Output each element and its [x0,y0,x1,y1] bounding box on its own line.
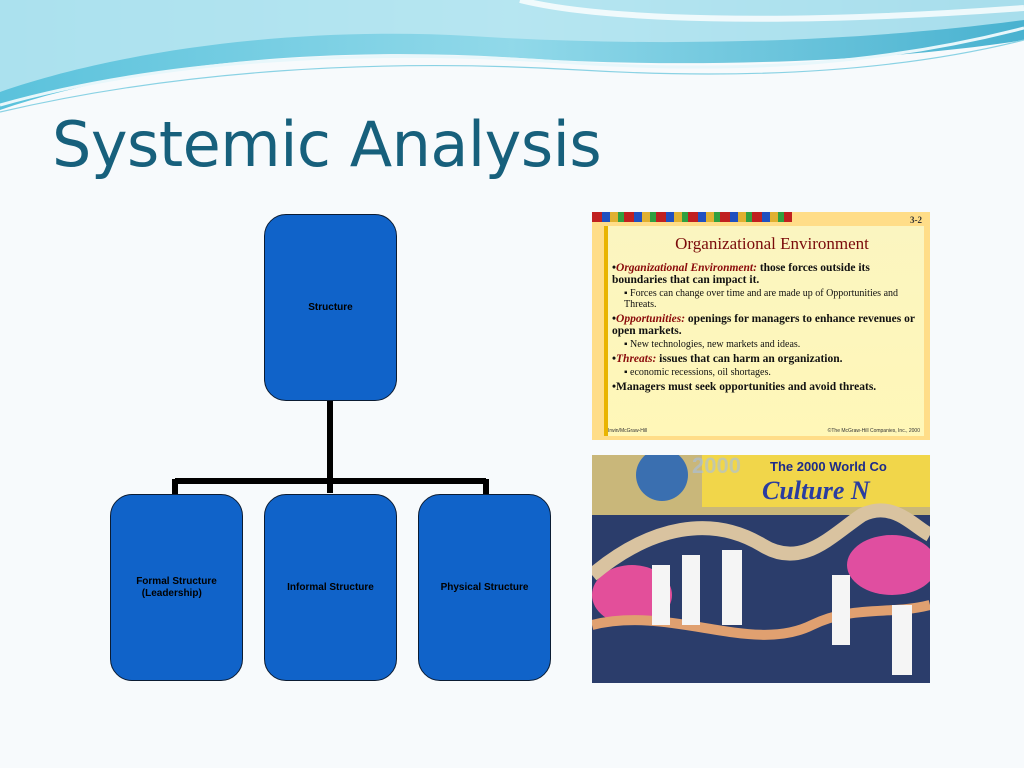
thumbnail-bullet: •Managers must seek opportunities and av… [612,381,877,393]
header-wave-decoration [0,0,1024,113]
thumbnail-bullet-term: Organizational Environment: [616,262,757,274]
decorative-strip [592,212,792,222]
photo-banner-year: 2000 [692,455,741,478]
thumbnail-footer-right: ©The McGraw-Hill Companies, Inc., 2000 [827,428,920,434]
org-node-physical-structure: Physical Structure [418,494,551,681]
photo-banner-text: The 2000 World Co [770,459,887,474]
thumbnail-bullet-list: •Organizational Environment: those force… [612,262,922,393]
slide-thumbnail-image: 3-2 Organizational Environment •Organiza… [592,212,930,440]
thumbnail-bullet: •Organizational Environment: those force… [612,262,870,286]
photo-banner-text-2: Culture N [762,476,871,505]
thumbnail-bullet: •Threats: issues that can harm an organi… [612,353,843,365]
org-node-label: Structure [308,301,353,313]
thumbnail-sub-bullet: ▪ Forces can change over time and are ma… [624,288,899,310]
thumbnail-footer-left: Irwin/McGraw-Hill [608,428,648,434]
thumbnail-bullet-term: Threats: [616,353,657,365]
thumbnail-sub-bullet: ▪ economic recessions, oil shortages. [624,367,771,378]
thumbnail-title: Organizational Environment [675,234,869,253]
org-node-structure: Structure [264,214,397,401]
thumbnail-bullet-term: Opportunities: [616,313,686,325]
org-node-formal-structure: Formal Structure (Leadership) [110,494,243,681]
org-node-label: Physical Structure [440,581,529,593]
org-node-label: Informal Structure [287,581,374,593]
dragon-dance-photo: The 2000 World Co Culture N 2000 [592,455,930,683]
thumbnail-panel [604,226,924,436]
thumbnail-bullet: •Opportunities: openings for managers to… [612,313,915,337]
thumbnail-page-number: 3-2 [910,215,922,225]
org-node-informal-structure: Informal Structure [264,494,397,681]
slide-title: Systemic Analysis [52,108,602,181]
org-node-label: Formal Structure (Leadership) [136,575,217,599]
thumbnail-sub-bullet: ▪ New technologies, new markets and idea… [624,339,801,350]
